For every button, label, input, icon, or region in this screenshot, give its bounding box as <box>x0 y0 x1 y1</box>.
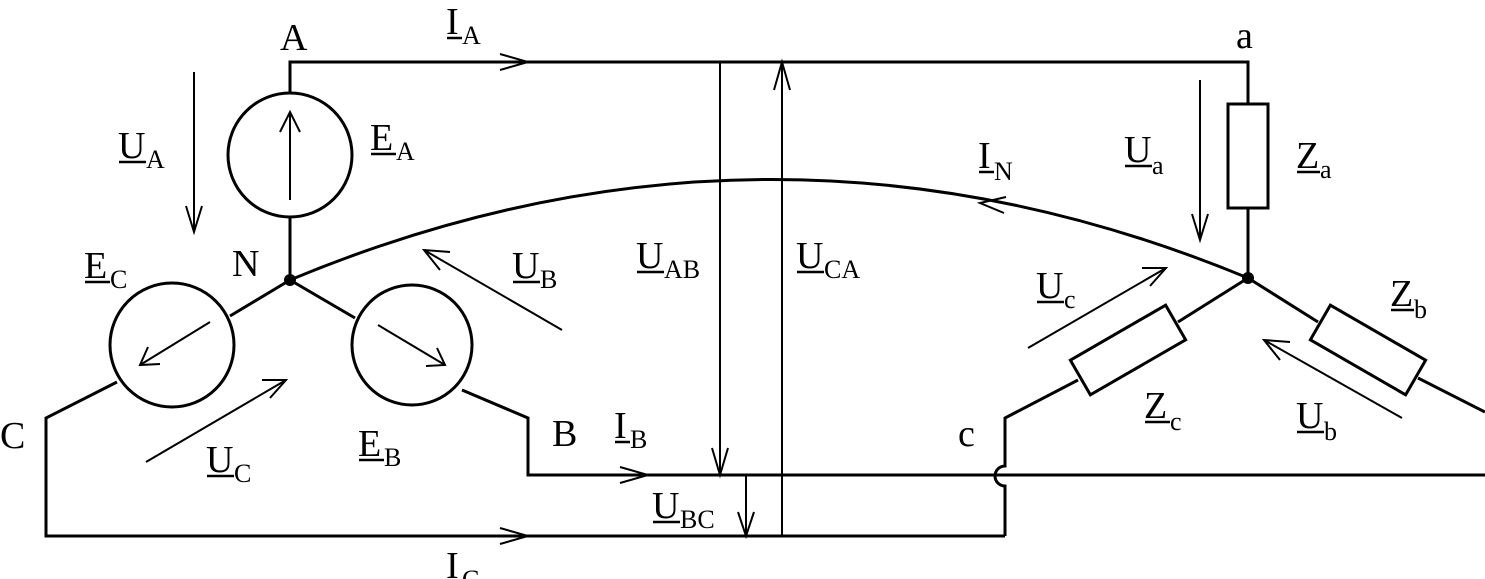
node-label-c-load: c <box>958 413 975 455</box>
label-u-ca: U CA <box>796 235 860 284</box>
label-e-c: E C <box>84 245 127 294</box>
source-a <box>226 91 354 219</box>
wire-load-b-lower <box>1417 376 1485 414</box>
label-z-b: Z b <box>1390 273 1427 324</box>
svg-text:U: U <box>796 235 823 277</box>
impedance-zc <box>1068 303 1188 397</box>
svg-text:E: E <box>358 423 381 465</box>
impedance-za <box>1226 102 1270 210</box>
label-u-a-load: U a <box>1124 129 1164 180</box>
svg-text:A: A <box>462 21 481 50</box>
wire-source-b-to-terminal <box>461 388 1485 477</box>
svg-text:B: B <box>630 425 647 454</box>
svg-text:b: b <box>1324 417 1337 446</box>
svg-text:I: I <box>446 1 459 43</box>
svg-text:U: U <box>652 485 679 527</box>
svg-text:C: C <box>462 565 479 579</box>
svg-text:CA: CA <box>824 255 860 284</box>
svg-text:U: U <box>636 235 663 277</box>
node-label-c-source: C <box>0 415 25 457</box>
label-z-a: Z a <box>1296 135 1332 184</box>
wire-load-c-upper <box>1177 276 1249 324</box>
label-u-ab: U AB <box>636 235 700 284</box>
svg-text:I: I <box>446 545 459 579</box>
arrow-current-ic <box>499 527 532 545</box>
label-u-a-source: U A <box>118 125 165 174</box>
wire-n-to-source-b <box>289 278 356 320</box>
source-b <box>350 283 474 407</box>
svg-text:AB: AB <box>664 255 700 284</box>
node-n-dot <box>284 274 296 286</box>
svg-text:U: U <box>512 245 539 287</box>
wire-line-a <box>288 60 1250 104</box>
arrow-current-ia <box>499 53 532 71</box>
svg-text:E: E <box>84 245 107 287</box>
label-i-a: I A <box>446 1 481 50</box>
svg-text:Z: Z <box>1390 273 1413 315</box>
svg-text:a: a <box>1152 151 1164 180</box>
svg-text:A: A <box>146 145 165 174</box>
svg-text:C: C <box>234 459 251 488</box>
label-i-b: I B <box>614 405 647 454</box>
svg-text:a: a <box>1320 155 1332 184</box>
label-i-n: I N <box>978 135 1013 186</box>
svg-text:c: c <box>1170 407 1182 436</box>
arrows <box>145 53 1403 545</box>
label-u-b-source: U B <box>512 245 557 294</box>
svg-text:c: c <box>1064 285 1076 314</box>
svg-text:B: B <box>540 265 557 294</box>
source-c <box>108 281 236 409</box>
svg-text:N: N <box>994 157 1013 186</box>
svg-text:B: B <box>384 443 401 472</box>
label-e-b: E B <box>358 423 401 472</box>
svg-text:BC: BC <box>680 505 715 534</box>
label-u-bc: U BC <box>652 485 715 534</box>
label-z-c: Z c <box>1144 385 1182 436</box>
impedance-zb <box>1308 303 1428 397</box>
arrow-current-in <box>976 196 1007 214</box>
svg-text:I: I <box>978 135 991 177</box>
svg-text:Z: Z <box>1296 135 1319 177</box>
wire-load-b-upper <box>1247 276 1319 324</box>
label-i-c: I C <box>446 545 479 579</box>
svg-text:U: U <box>206 439 233 481</box>
svg-text:U: U <box>118 125 145 167</box>
svg-text:E: E <box>370 117 393 159</box>
label-e-a: E A <box>370 117 415 166</box>
node-label-a-load: a <box>1236 15 1253 57</box>
svg-text:I: I <box>614 405 627 447</box>
svg-text:U: U <box>1036 265 1063 307</box>
node-load-neutral-dot <box>1242 272 1254 284</box>
svg-text:A: A <box>396 137 415 166</box>
arrow-current-ib <box>619 466 652 484</box>
node-label-a-source: A <box>280 17 308 59</box>
wire-load-c-lower <box>993 378 1079 536</box>
label-u-c-load: U c <box>1036 265 1076 314</box>
node-label-n: N <box>232 243 259 285</box>
label-u-c-source: U C <box>206 439 251 488</box>
svg-text:b: b <box>1414 295 1427 324</box>
svg-text:C: C <box>110 265 127 294</box>
svg-text:U: U <box>1124 129 1151 171</box>
wire-neutral <box>289 178 1249 282</box>
node-label-b-source: B <box>552 413 577 455</box>
svg-text:Z: Z <box>1144 385 1167 427</box>
svg-text:U: U <box>1296 395 1323 437</box>
label-u-b-load: U b <box>1296 395 1337 446</box>
wire-n-to-source-c <box>229 278 291 318</box>
wires <box>44 60 1485 538</box>
